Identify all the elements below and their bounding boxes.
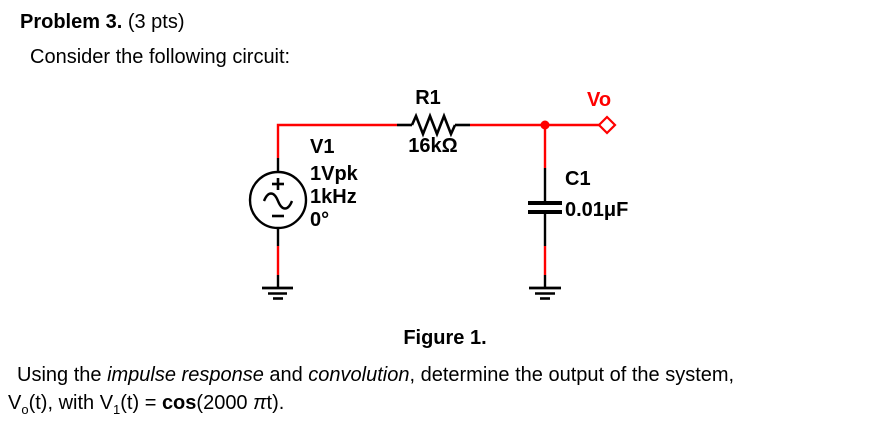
ground-icon-left bbox=[262, 286, 293, 300]
source-name-label: V1 bbox=[310, 136, 334, 158]
pi-symbol: π bbox=[253, 392, 267, 414]
question-text-part: and bbox=[263, 364, 309, 386]
intro-text: Consider the following circuit: bbox=[30, 46, 291, 68]
vout-symbol: V bbox=[8, 392, 22, 414]
question-text-part: t). bbox=[266, 392, 285, 414]
capacitor-value-label: 0.01μF bbox=[565, 199, 628, 221]
question-text-part: (t), with V bbox=[28, 392, 114, 414]
output-name-label: Vo bbox=[587, 89, 611, 111]
vout-subscript: o bbox=[21, 402, 29, 417]
sine-wave-icon bbox=[262, 192, 294, 210]
question-line-2: Vo(t), with V1(t) = cos(2000 πt). bbox=[8, 390, 284, 416]
resistor-name-label: R1 bbox=[415, 87, 441, 109]
circuit-diagram: V1 1Vpk 1kHz 0° R1 16kΩ Vo C1 0.01μF bbox=[248, 87, 628, 300]
question-text-part: , determine the output of the system, bbox=[409, 364, 735, 386]
ground-icon-right bbox=[529, 286, 561, 300]
source-amplitude-label: 1Vpk bbox=[310, 163, 359, 185]
plus-icon bbox=[272, 178, 284, 190]
question-line-1: Using the impulse response and convoluti… bbox=[17, 362, 734, 388]
capacitor-symbol bbox=[528, 201, 562, 214]
vin-subscript: 1 bbox=[113, 402, 121, 417]
figure-caption: Figure 1. bbox=[403, 327, 487, 349]
capacitor-name-label: C1 bbox=[565, 168, 591, 190]
source-phase-label: 0° bbox=[310, 209, 329, 231]
output-probe-diamond bbox=[597, 115, 617, 135]
source-frequency-label: 1kHz bbox=[310, 186, 357, 208]
points-label: (3 pts) bbox=[122, 11, 185, 33]
resistor-value-label: 16kΩ bbox=[408, 135, 457, 157]
question-text-part: (t) = bbox=[120, 392, 162, 414]
wire-top-left bbox=[276, 123, 397, 158]
problem-number-label: Problem 3. bbox=[20, 11, 123, 33]
question-text-part: Using the bbox=[17, 364, 108, 386]
question-text-part: (2000 bbox=[196, 392, 254, 414]
cos-function: cos bbox=[161, 392, 197, 414]
problem-heading: Problem 3. (3 pts) bbox=[20, 9, 185, 35]
resistor-symbol bbox=[410, 112, 457, 138]
convolution-italic: convolution bbox=[308, 364, 410, 386]
impulse-response-italic: impulse response bbox=[107, 364, 264, 386]
